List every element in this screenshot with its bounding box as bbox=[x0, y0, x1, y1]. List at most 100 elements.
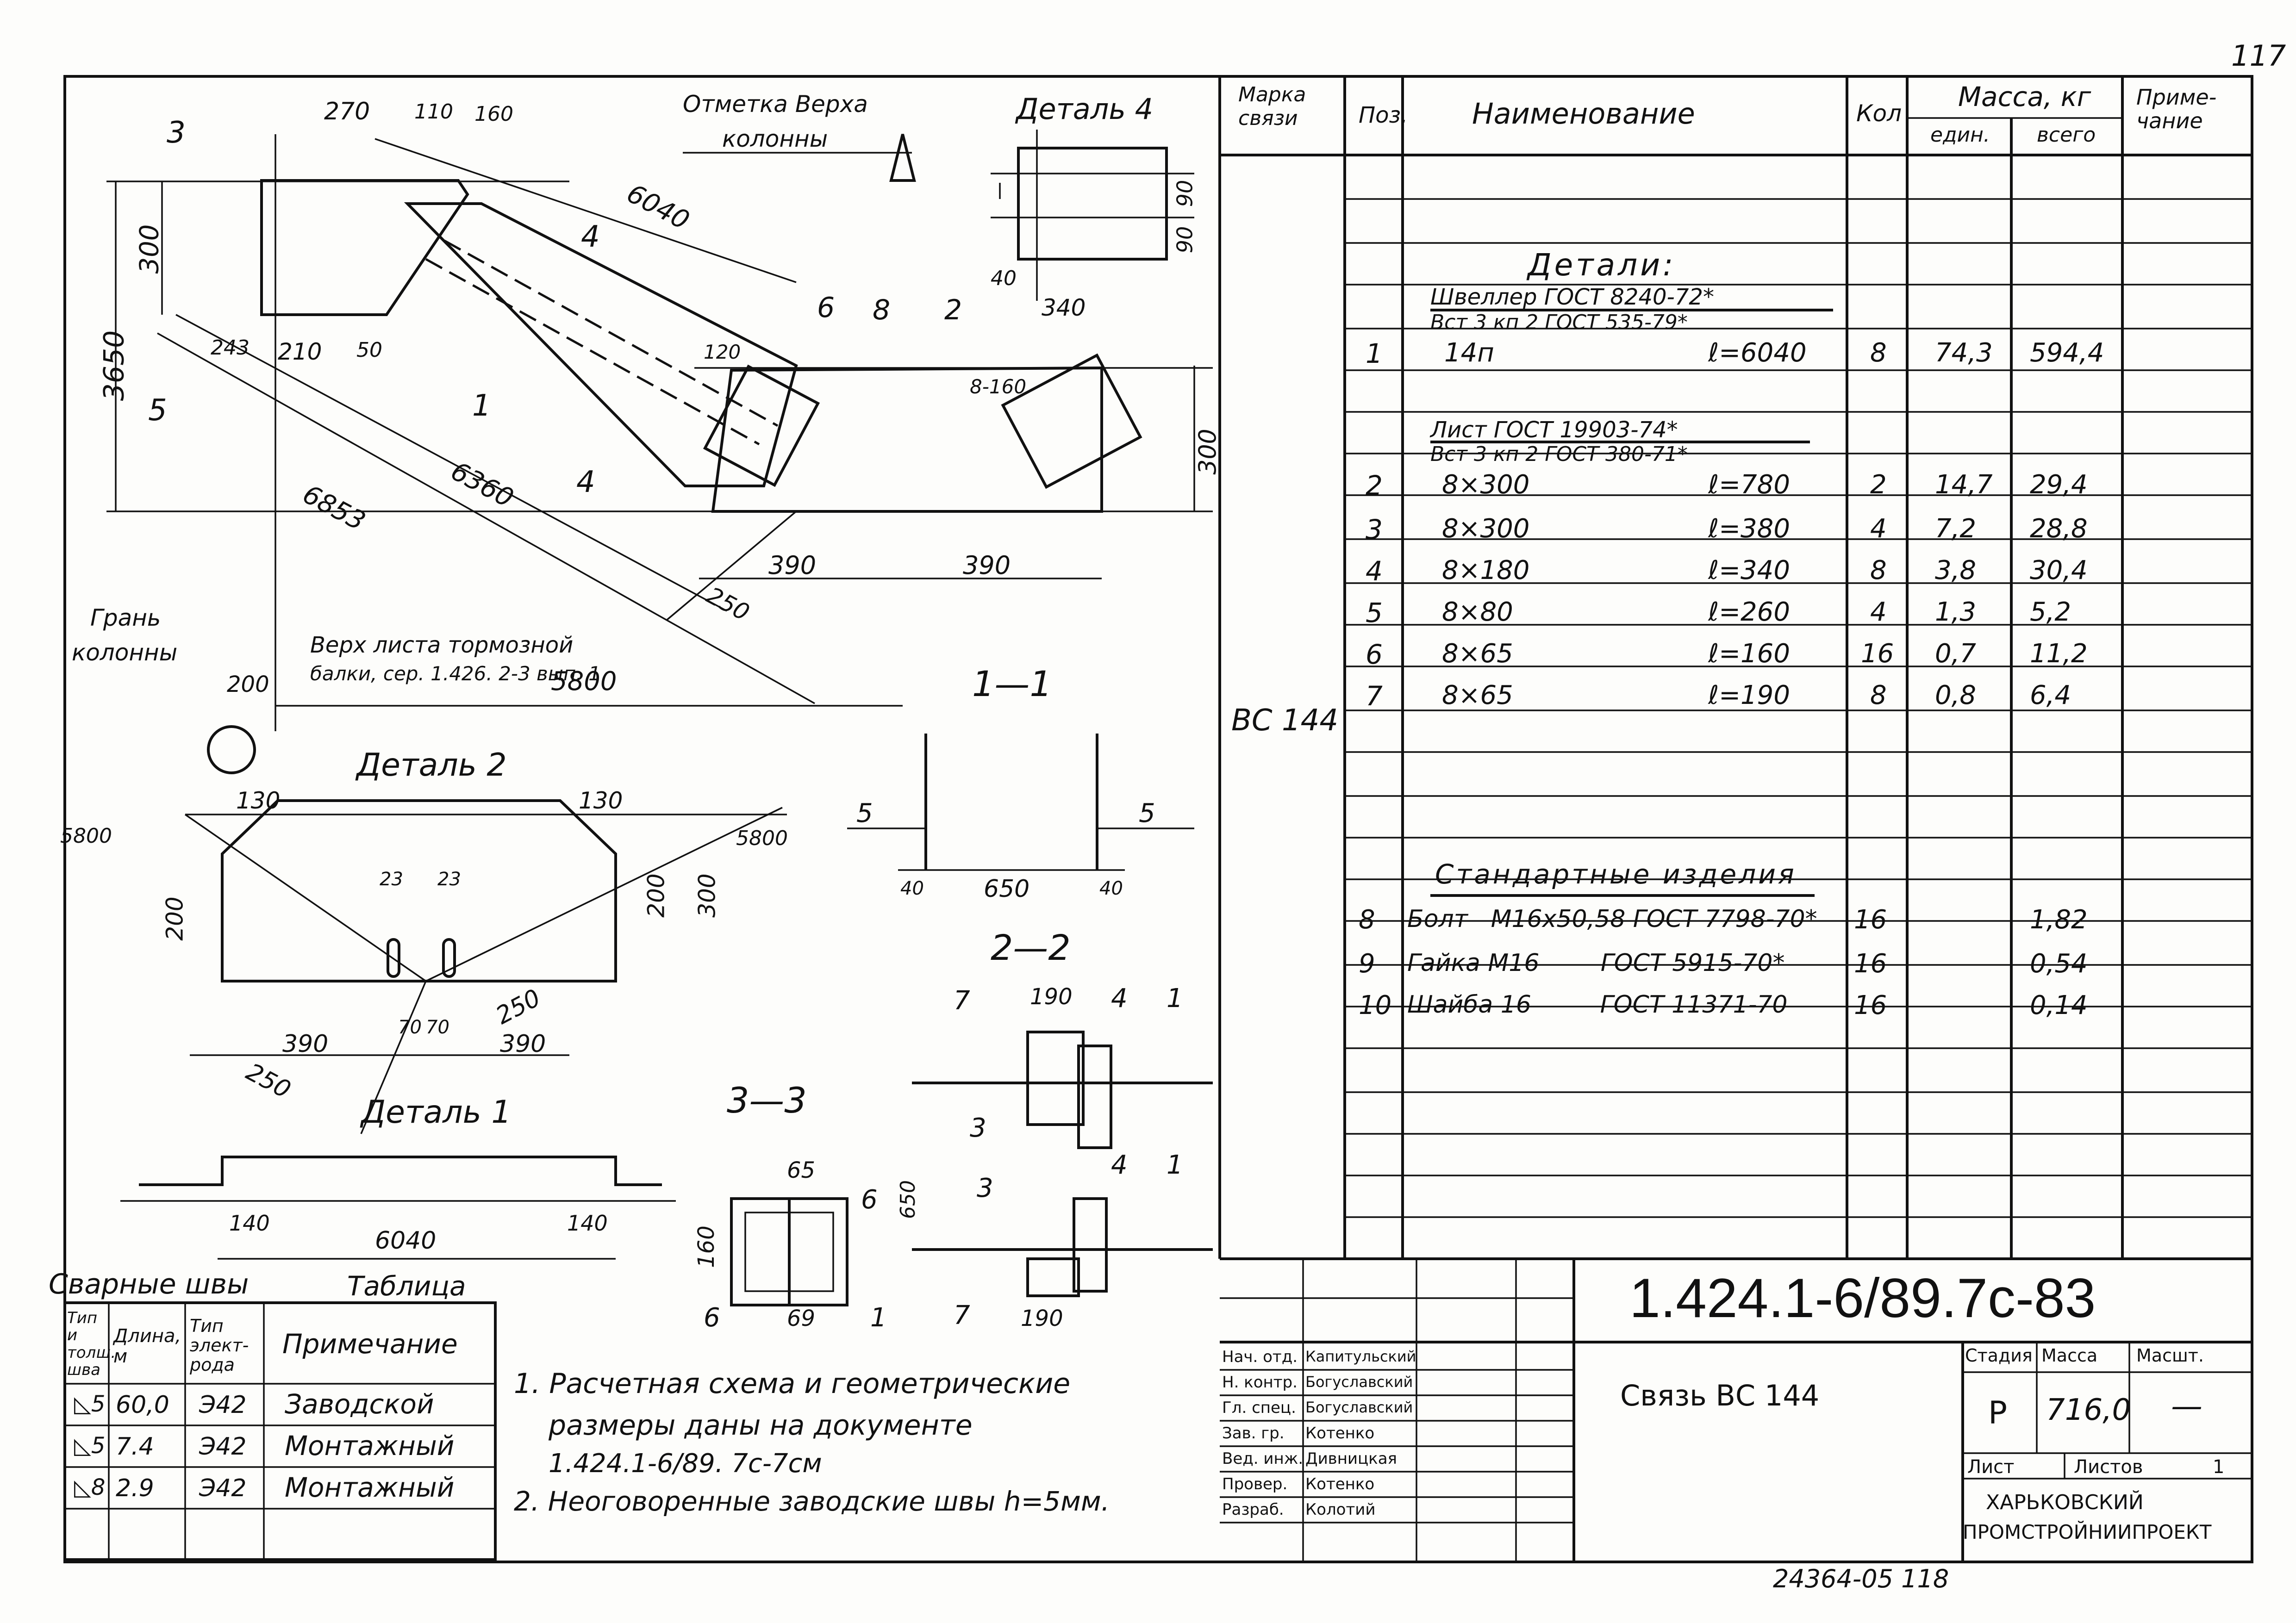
sheets-value: 1 bbox=[2213, 1456, 2225, 1478]
position-mark: 3 bbox=[167, 116, 186, 150]
spec-total-mass: 30,4 bbox=[2030, 555, 2088, 585]
dim-label: 340 bbox=[1042, 294, 1086, 321]
spec-header-total: всего bbox=[2037, 123, 2096, 147]
dim-label: 6040 bbox=[375, 1227, 437, 1255]
weld-note: Монтажный bbox=[285, 1430, 455, 1461]
note-line: 1. Расчетная схема и геометрические bbox=[514, 1368, 1071, 1400]
spec-total-mass: 28,8 bbox=[2030, 514, 2088, 544]
position-mark: 6 bbox=[861, 1185, 878, 1215]
spec-header-qty: Кол bbox=[1856, 100, 1902, 127]
position-mark: 8 bbox=[873, 294, 891, 326]
dim-label: 390 bbox=[768, 551, 817, 580]
spec-name: 8×180 bbox=[1442, 555, 1530, 585]
spec-total-mass: 0,14 bbox=[2030, 990, 2088, 1020]
spec-unit-mass: 0,7 bbox=[1935, 639, 1977, 669]
position-mark: 5 bbox=[856, 798, 873, 828]
dim-label: 120 bbox=[704, 341, 741, 363]
spec-qty: 8 bbox=[1870, 555, 1887, 585]
dim-label: 650 bbox=[984, 875, 1030, 903]
mark-top-label: Отметка Верха bbox=[683, 91, 868, 118]
dim-label: 8-160 bbox=[970, 375, 1027, 398]
section-1-1-title: 1—1 bbox=[972, 663, 1052, 704]
dim-label: 160 bbox=[693, 1225, 719, 1268]
stage-value: Р bbox=[1988, 1395, 2008, 1431]
role: Разраб. bbox=[1222, 1500, 1284, 1519]
position-mark: 3 bbox=[970, 1113, 986, 1143]
spec-name: Шайба 16 ГОСТ 11371-70 bbox=[1407, 991, 1788, 1019]
spec-pos: 6 bbox=[1366, 639, 1383, 670]
spec-total-mass: 5,2 bbox=[2030, 597, 2071, 627]
spec-header-unit: един. bbox=[1930, 123, 1990, 147]
weld-length: 60,0 bbox=[116, 1391, 169, 1419]
position-mark: 4 bbox=[1111, 983, 1128, 1014]
spec-channel-line-1: Швеллер ГОСТ 8240-72* bbox=[1430, 284, 1714, 310]
spec-qty: 16 bbox=[1854, 949, 1887, 979]
spec-pos: 1 bbox=[1366, 338, 1383, 369]
position-mark: 4 bbox=[576, 465, 595, 499]
spec-details-title: Детали: bbox=[1528, 247, 1676, 283]
gusset-plate-2 bbox=[711, 366, 1103, 513]
dim-label: 130 bbox=[236, 787, 281, 814]
spec-header-name: Наименование bbox=[1472, 97, 1695, 131]
page-number: 117 bbox=[2231, 39, 2286, 73]
spec-qty: 16 bbox=[1854, 905, 1887, 935]
dim-6853 bbox=[157, 332, 815, 704]
column-axis-circle bbox=[207, 725, 256, 774]
spec-sheet-line-1: Лист ГОСТ 19903-74* bbox=[1430, 417, 1678, 443]
spec-pos: 3 bbox=[1366, 514, 1383, 545]
spec-std-title: Стандартные изделия bbox=[1435, 858, 1797, 890]
dim-6040 bbox=[374, 138, 797, 283]
dim-6360 bbox=[175, 314, 727, 612]
spec-unit-mass: 3,8 bbox=[1935, 555, 1977, 585]
position-mark: 1 bbox=[870, 1303, 887, 1333]
role: Провер. bbox=[1222, 1475, 1288, 1493]
spec-length: ℓ=260 bbox=[1708, 597, 1790, 627]
dim-label: 69 bbox=[787, 1306, 816, 1331]
detail4-plate bbox=[1017, 147, 1168, 261]
position-mark: 1 bbox=[1167, 1150, 1183, 1180]
spec-sheet-line-2: Вст 3 кп 2 ГОСТ 380-71* bbox=[1430, 442, 1688, 466]
dim-label: 3650 bbox=[98, 330, 131, 401]
spec-pos: 2 bbox=[1366, 470, 1383, 501]
dim-label: 300 bbox=[693, 873, 721, 918]
position-mark: 5 bbox=[148, 393, 167, 428]
drawing-code: 1.424.1-6/89.7с-83 bbox=[1629, 1267, 2096, 1329]
spec-name: 8×65 bbox=[1442, 680, 1513, 710]
detail4-title: Деталь 4 bbox=[1016, 92, 1154, 126]
dim-label: 5800 bbox=[551, 666, 617, 696]
spec-header-mark: Марка связи bbox=[1238, 83, 1306, 130]
position-mark: 5 bbox=[1139, 798, 1155, 828]
note-line: 1.424.1-6/89. 7с-7см bbox=[549, 1449, 822, 1479]
spec-name: Болт М16х50,58 ГОСТ 7798-70* bbox=[1407, 905, 1817, 933]
welds-header: Примечание bbox=[282, 1328, 458, 1360]
dim-label: 390 bbox=[963, 551, 1011, 580]
dim-label: 140 bbox=[567, 1211, 608, 1236]
channel-1 bbox=[404, 202, 798, 487]
dim-label: 90 bbox=[1172, 226, 1198, 254]
role: Н. контр. bbox=[1222, 1373, 1298, 1392]
person-name: Дивницкая bbox=[1305, 1449, 1397, 1468]
role: Гл. спец. bbox=[1222, 1399, 1296, 1417]
spec-qty: 4 bbox=[1870, 597, 1887, 627]
dim-label: 300 bbox=[134, 224, 165, 274]
welds-header: Тип и толщ. шва bbox=[67, 1309, 116, 1380]
spec-length: ℓ=190 bbox=[1708, 680, 1790, 710]
spec-unit-mass: 0,8 bbox=[1935, 680, 1977, 710]
detail2-title: Деталь 2 bbox=[356, 747, 507, 784]
dim-label: 65 bbox=[787, 1157, 816, 1183]
drawing-name: Связь ВС 144 bbox=[1620, 1379, 1820, 1412]
position-mark: 4 bbox=[581, 220, 600, 254]
welds-table-label: Таблица bbox=[347, 1270, 466, 1302]
spec-length: ℓ=380 bbox=[1708, 514, 1790, 544]
person-name: Котенко bbox=[1305, 1424, 1375, 1443]
spec-qty: 4 bbox=[1870, 514, 1887, 544]
dim-label: 243 bbox=[211, 336, 250, 360]
dim-label: 190 bbox=[1030, 984, 1073, 1010]
dim-label: 140 bbox=[229, 1211, 270, 1236]
note-line: размеры даны на документе bbox=[549, 1409, 973, 1442]
person-name: Котенко bbox=[1305, 1475, 1375, 1493]
weld-length: 7.4 bbox=[116, 1433, 154, 1461]
dim-label: 40 bbox=[991, 267, 1017, 290]
dim-label: 650 bbox=[896, 1180, 920, 1219]
